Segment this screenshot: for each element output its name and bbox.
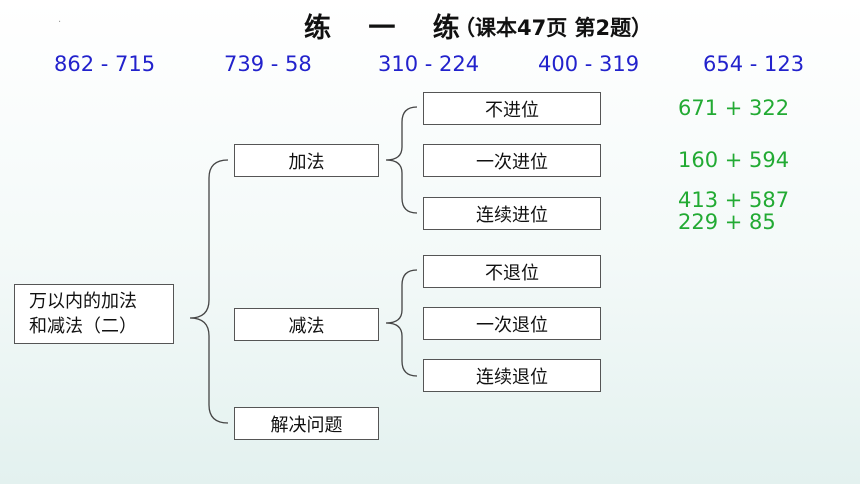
- root-brace: [189, 159, 229, 424]
- no-borrow-node: 不退位: [423, 255, 601, 288]
- single-carry-node: 一次进位: [423, 144, 601, 177]
- expression-4: 400 - 319: [538, 52, 640, 76]
- answer-1: 671 + 322: [678, 96, 790, 120]
- problem-solving-node: 解决问题: [234, 407, 379, 440]
- addition-node: 加法: [234, 144, 379, 177]
- root-label-line1: 万以内的加法: [29, 291, 137, 312]
- decorative-dot: .: [58, 14, 62, 25]
- page-subtitle: （课本47页 第2题）: [454, 16, 653, 40]
- page-title: 练 一 练: [304, 13, 474, 44]
- no-carry-node: 不进位: [423, 92, 601, 125]
- expression-2: 739 - 58: [224, 52, 312, 76]
- root-label-line2: 和减法（二）: [29, 316, 137, 337]
- subtraction-brace: [385, 269, 418, 377]
- continuous-borrow-node: 连续退位: [423, 359, 601, 392]
- expression-5: 654 - 123: [703, 52, 805, 76]
- subtraction-node: 减法: [234, 308, 379, 341]
- root-node: 万以内的加法 和减法（二）: [14, 284, 174, 344]
- continuous-carry-node: 连续进位: [423, 197, 601, 230]
- single-borrow-node: 一次退位: [423, 307, 601, 340]
- expression-3: 310 - 224: [378, 52, 480, 76]
- answer-4: 229 + 85: [678, 210, 776, 234]
- answer-3: 413 + 587: [678, 188, 790, 212]
- expression-1: 862 - 715: [54, 52, 156, 76]
- addition-brace: [385, 106, 418, 214]
- answer-2: 160 + 594: [678, 148, 790, 172]
